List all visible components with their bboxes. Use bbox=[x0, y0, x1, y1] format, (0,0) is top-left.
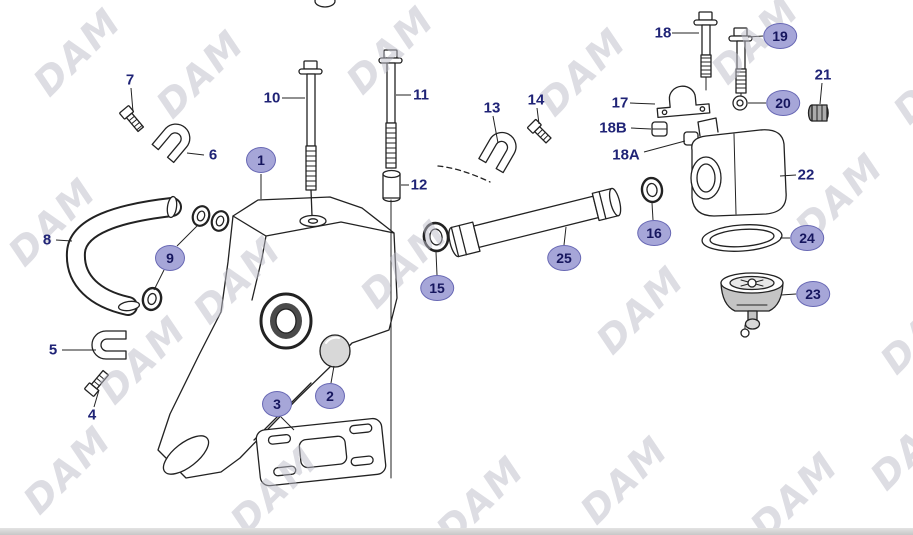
gasket-ring-24 bbox=[701, 224, 783, 252]
bolt-19 bbox=[728, 27, 753, 97]
callout-12: 12 bbox=[410, 176, 428, 194]
callout-15[interactable]: 15 bbox=[420, 275, 454, 301]
spacer-12 bbox=[382, 169, 401, 203]
callout-19[interactable]: 19 bbox=[763, 23, 797, 49]
screw-4 bbox=[84, 369, 110, 397]
screw-7 bbox=[119, 105, 145, 133]
cap-2 bbox=[319, 334, 351, 368]
callout-21: 21 bbox=[814, 66, 832, 84]
callout-17: 17 bbox=[611, 94, 629, 112]
gasket-3 bbox=[255, 417, 387, 487]
callout-9[interactable]: 9 bbox=[155, 245, 185, 271]
screw-14 bbox=[527, 119, 552, 144]
callout-2[interactable]: 2 bbox=[315, 383, 345, 409]
clamp-6 bbox=[151, 123, 191, 164]
callout-4: 4 bbox=[87, 406, 97, 424]
callout-25[interactable]: 25 bbox=[547, 245, 581, 271]
callout-6: 6 bbox=[208, 146, 218, 164]
washer-20 bbox=[732, 95, 748, 111]
bolt-18 bbox=[693, 11, 718, 91]
callout-18: 18 bbox=[654, 24, 672, 42]
clamp-5 bbox=[91, 330, 127, 360]
dashed-connector-line bbox=[437, 165, 491, 183]
bolt-11 bbox=[378, 49, 403, 169]
callout-18B: 18B bbox=[599, 119, 627, 137]
callout-16[interactable]: 16 bbox=[637, 220, 671, 246]
callout-20[interactable]: 20 bbox=[766, 90, 800, 116]
bottom-edge-strip bbox=[0, 528, 913, 535]
callout-23[interactable]: 23 bbox=[796, 281, 830, 307]
block-18B bbox=[651, 121, 668, 137]
callout-18A: 18A bbox=[612, 146, 640, 164]
callout-7: 7 bbox=[125, 71, 135, 89]
callout-5: 5 bbox=[48, 341, 58, 359]
bracket-17 bbox=[656, 85, 711, 119]
seal-rings-9 bbox=[141, 205, 230, 312]
callout-11: 11 bbox=[413, 86, 429, 104]
thermostat-23 bbox=[720, 272, 784, 338]
callout-10: 10 bbox=[263, 89, 281, 107]
callout-24[interactable]: 24 bbox=[790, 225, 824, 251]
pipe-25 bbox=[448, 187, 622, 258]
callout-13: 13 bbox=[483, 99, 501, 117]
seal-15 bbox=[422, 221, 450, 253]
callout-14: 14 bbox=[527, 91, 545, 109]
callout-22: 22 bbox=[797, 166, 815, 184]
cropped-part-top bbox=[314, 0, 336, 8]
bolt-10 bbox=[298, 60, 323, 191]
hose-8 bbox=[65, 195, 182, 316]
plug-21 bbox=[807, 104, 829, 122]
thermostat-housing-22 bbox=[690, 117, 787, 217]
fork-13 bbox=[478, 131, 517, 174]
seal-16 bbox=[640, 176, 664, 204]
callout-8: 8 bbox=[42, 231, 52, 249]
callout-1[interactable]: 1 bbox=[246, 147, 276, 173]
main-housing-1 bbox=[157, 189, 398, 479]
callout-3[interactable]: 3 bbox=[262, 391, 292, 417]
